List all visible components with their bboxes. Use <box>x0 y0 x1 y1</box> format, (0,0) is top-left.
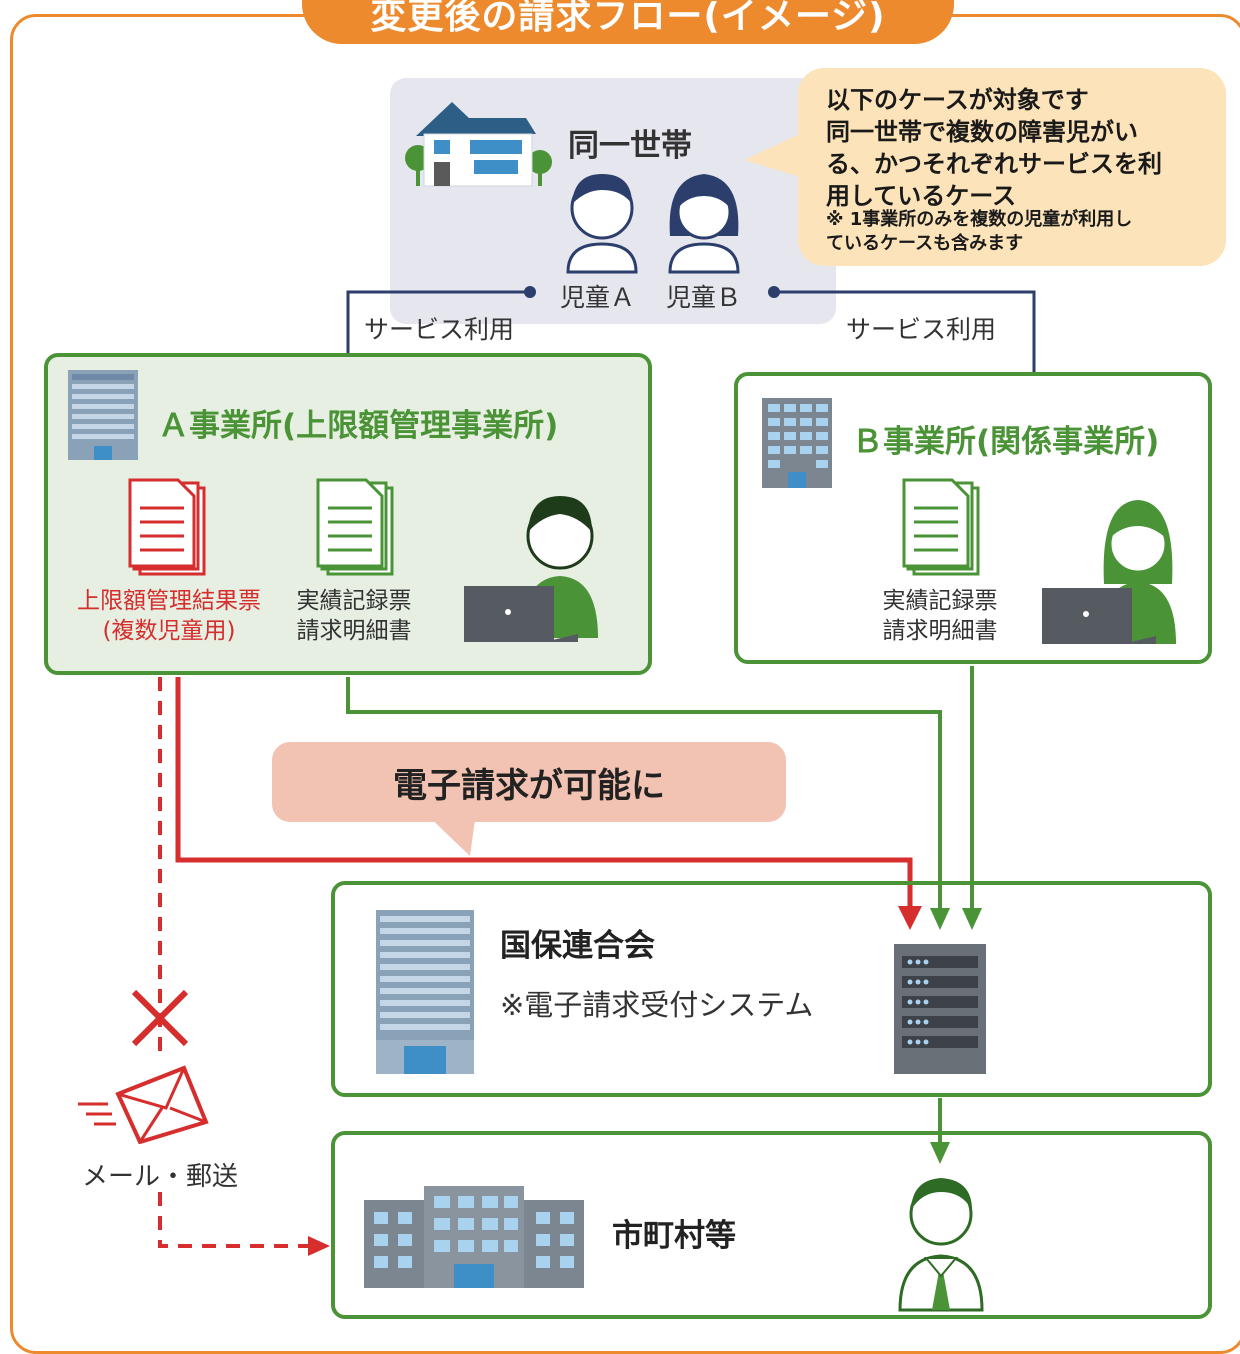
municipality-title: 市町村等 <box>612 1218 736 1254</box>
kokuho-title: 国保連合会 <box>500 928 655 964</box>
cancel-x-icon <box>131 989 189 1047</box>
callout-tail <box>424 812 476 856</box>
worker-with-laptop-icon <box>1042 500 1176 644</box>
note-sub: ※ 1事業所のみを複数の児童が利用し ているケースも含みます <box>826 208 1206 256</box>
red-doc-line: (複数児童用) <box>102 618 236 644</box>
note-line: る、かつそれぞれサービスを利 <box>826 150 1162 178</box>
kokuho-box <box>331 881 1212 1097</box>
kokuho-subtitle: ※電子請求受付システム <box>500 988 814 1022</box>
callout-text: 電子請求が可能に <box>393 766 665 806</box>
tower-building-icon <box>376 910 474 1074</box>
note-sub-line: ※ 1事業所のみを複数の児童が利用し <box>826 209 1133 230</box>
child-b-label: 児童Ｂ <box>666 283 742 312</box>
red-document-icon <box>128 478 206 576</box>
red-doc-line: 上限額管理結果票 <box>77 588 261 614</box>
note-sub-line: ているケースも含みます <box>826 233 1024 254</box>
office-building-icon <box>762 398 832 488</box>
note-text: 以下のケースが対象です 同一世帯で複数の障害児がい る、かつそれぞれサービスを利… <box>826 84 1206 212</box>
callout-pill <box>272 742 786 822</box>
doc-line: 実績記録票 <box>882 588 998 614</box>
note-bubble <box>798 68 1226 266</box>
service-use-right-label: サービス利用 <box>846 315 997 344</box>
mail-envelope-icon <box>78 1065 209 1144</box>
office-a-title: Ａ事業所(上限額管理事業所) <box>158 408 559 444</box>
office-a-doc-label: 実績記録票 請求明細書 <box>282 586 426 646</box>
bubble-tail <box>744 132 804 178</box>
child-a-icon <box>566 174 638 274</box>
server-icon <box>894 944 986 1074</box>
green-document-icon <box>316 478 394 576</box>
doc-line: 請求明細書 <box>296 618 412 644</box>
house-icon <box>405 102 552 187</box>
note-line: 同一世帯で複数の障害児がい <box>826 118 1138 146</box>
office-b-title: Ｂ事業所(関係事業所) <box>852 424 1160 460</box>
doc-line: 実績記録票 <box>296 588 412 614</box>
child-b-icon <box>668 174 740 274</box>
service-use-left-label: サービス利用 <box>364 315 515 344</box>
official-person-icon <box>898 1178 984 1312</box>
worker-with-laptop-icon <box>464 496 598 642</box>
note-line: 以下のケースが対象です <box>826 86 1089 114</box>
note-line: 用しているケース <box>826 182 1017 210</box>
office-b-doc-label: 実績記録票 請求明細書 <box>868 586 1012 646</box>
red-document-label: 上限額管理結果票 (複数児童用) <box>74 586 264 646</box>
city-hall-icon <box>364 1186 584 1288</box>
green-document-icon <box>902 478 980 576</box>
mail-label: メール・郵送 <box>82 1162 239 1192</box>
office-building-icon <box>68 370 138 460</box>
household-label: 同一世帯 <box>568 128 692 164</box>
page-title: 変更後の請求フロー(イメージ) <box>302 0 954 44</box>
doc-line: 請求明細書 <box>882 618 998 644</box>
child-a-label: 児童Ａ <box>560 283 636 312</box>
municipality-box <box>331 1131 1212 1319</box>
